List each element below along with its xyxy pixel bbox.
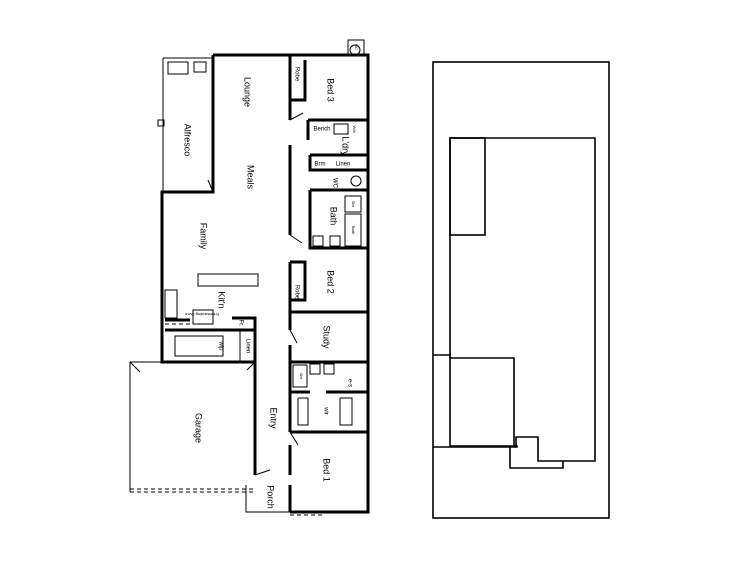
room-labels: Lounge Meals Alfresco Family Kit'n Frees… [183,44,359,509]
label-robe-bed2: Robe [293,285,299,300]
label-dc: DC [354,44,359,50]
label-garage: Garage [194,413,204,443]
alfresco-footprint [449,137,486,236]
label-bath-tub: Bath [351,226,356,234]
label-porch: Porch [266,485,276,509]
label-meals: Meals [246,165,256,190]
house-walls [129,39,370,516]
label-alfresco: Alfresco [183,124,193,157]
porch-footprint [509,447,564,469]
label-bath: Bath [329,207,339,226]
label-linen-hall: Linen [336,162,351,168]
label-wip: wip [217,340,223,351]
label-wm: WM [352,125,357,132]
label-linen-kitchen: Linen [244,339,250,354]
label-ensuite-shower: Shr [299,373,304,380]
label-kitchen: Kit'n [217,291,227,308]
label-bench: Bench [313,127,330,133]
label-ensuite: e-s [346,379,352,387]
label-laundry: L'dry [341,136,351,156]
label-bed3: Bed 3 [326,78,336,102]
label-wir: wir [322,406,328,415]
label-bed1: Bed 1 [322,458,332,482]
label-study: Study [322,325,332,349]
label-robe-bed3: Robe [293,67,299,82]
label-entry: Entry [269,407,279,429]
label-family: Family [199,223,209,250]
garage-footprint [433,354,518,448]
house-footprint [449,137,596,462]
label-wc: WC [331,178,337,189]
site-boundary [432,61,610,519]
label-bed2: Bed 2 [326,270,336,294]
label-freestanding-oven: Freestanding Oven [185,312,219,317]
label-shower: Shr [351,201,356,208]
site-plan [432,61,610,519]
label-fridge: Fr. [237,320,243,327]
label-lounge: Lounge [243,77,253,107]
label-broom: Brm [315,162,326,168]
